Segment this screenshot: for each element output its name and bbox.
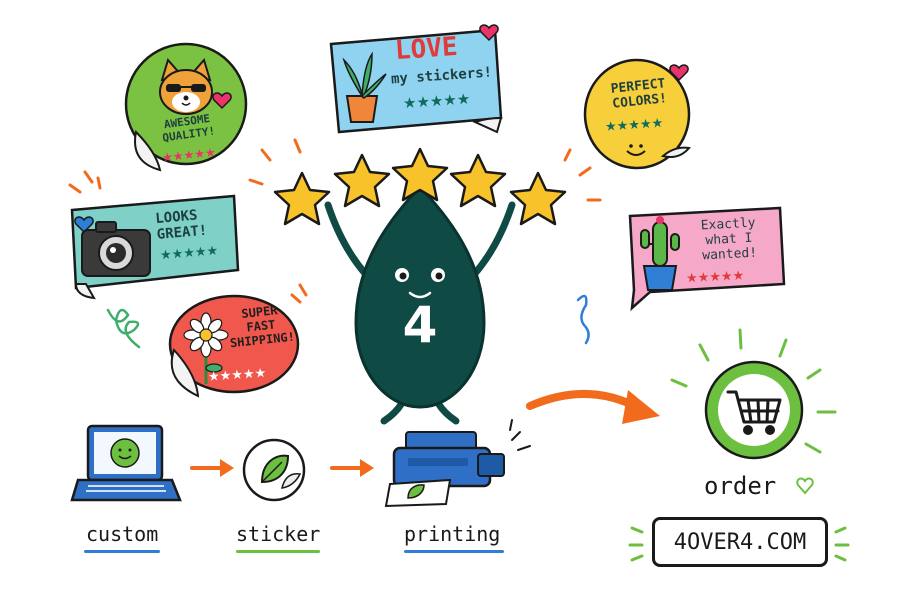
flow-label-sticker: sticker xyxy=(236,522,321,546)
love-headline: LOVE xyxy=(394,31,459,67)
order-label: order xyxy=(704,472,777,500)
flow-label-custom: custom xyxy=(86,522,159,546)
cactus-icon xyxy=(640,216,680,291)
burst-lines xyxy=(68,138,602,304)
arrow-to-order xyxy=(526,389,660,424)
underline xyxy=(236,550,320,553)
leaf-icon xyxy=(407,484,425,499)
cart-burst-lines xyxy=(670,328,837,454)
star-icon xyxy=(273,171,331,226)
website-button[interactable]: 4OVER4.COM xyxy=(652,517,828,567)
arrow-icon xyxy=(190,459,234,477)
heart-icon xyxy=(669,64,689,82)
sticker-exactly-what-i-wanted: Exactly what I wanted! ★★★★★ xyxy=(620,200,790,312)
star-icon xyxy=(509,171,567,226)
sticker-love-my-stickers: LOVE my stickers! ★★★★★ xyxy=(325,18,505,136)
star-icon xyxy=(391,147,449,202)
sticker-text: Exactly what I wanted! xyxy=(700,215,758,264)
arrow-icon xyxy=(330,459,374,477)
star-rating: ★★★★★ xyxy=(685,268,745,287)
website-text: 4OVER4.COM xyxy=(673,529,807,555)
leaf-sticker-icon xyxy=(242,438,306,502)
laptop-icon xyxy=(70,424,182,502)
green-swirl-doodle xyxy=(106,308,141,349)
mascot-number: 4 xyxy=(402,296,438,354)
heart-icon xyxy=(796,477,814,495)
shopping-cart-icon xyxy=(726,390,782,435)
sticker-awesome-quality: AWESOME QUALITY! ★★★★★ xyxy=(122,40,250,175)
corgi-icon xyxy=(159,57,213,115)
sticker-text: LOOKS GREAT! xyxy=(154,207,208,244)
printer-icon xyxy=(384,431,505,508)
potted-plant-icon xyxy=(342,51,387,123)
sticker-looks-great: LOOKS GREAT! ★★★★★ xyxy=(66,192,242,302)
heart-icon xyxy=(479,24,499,42)
flow-label-printing: printing xyxy=(404,522,501,546)
star-icon xyxy=(449,153,507,208)
star-icon xyxy=(333,153,391,208)
underline xyxy=(404,550,504,553)
order-cart-badge xyxy=(704,360,804,460)
camera-icon xyxy=(81,221,151,277)
smiley-icon xyxy=(626,144,646,156)
five-stars xyxy=(273,147,567,226)
heart-icon xyxy=(212,92,232,110)
sticker-perfect-colors: PERFECT COLORS! ★★★★★ xyxy=(583,56,695,174)
sticker-super-fast-shipping: SUPER FAST SHIPPING! ★★★★★ xyxy=(148,292,304,404)
daisy-flower-icon xyxy=(183,312,229,384)
mascot-with-stars xyxy=(273,147,567,425)
underline xyxy=(84,550,160,553)
blue-squiggle-doodle xyxy=(576,294,590,345)
